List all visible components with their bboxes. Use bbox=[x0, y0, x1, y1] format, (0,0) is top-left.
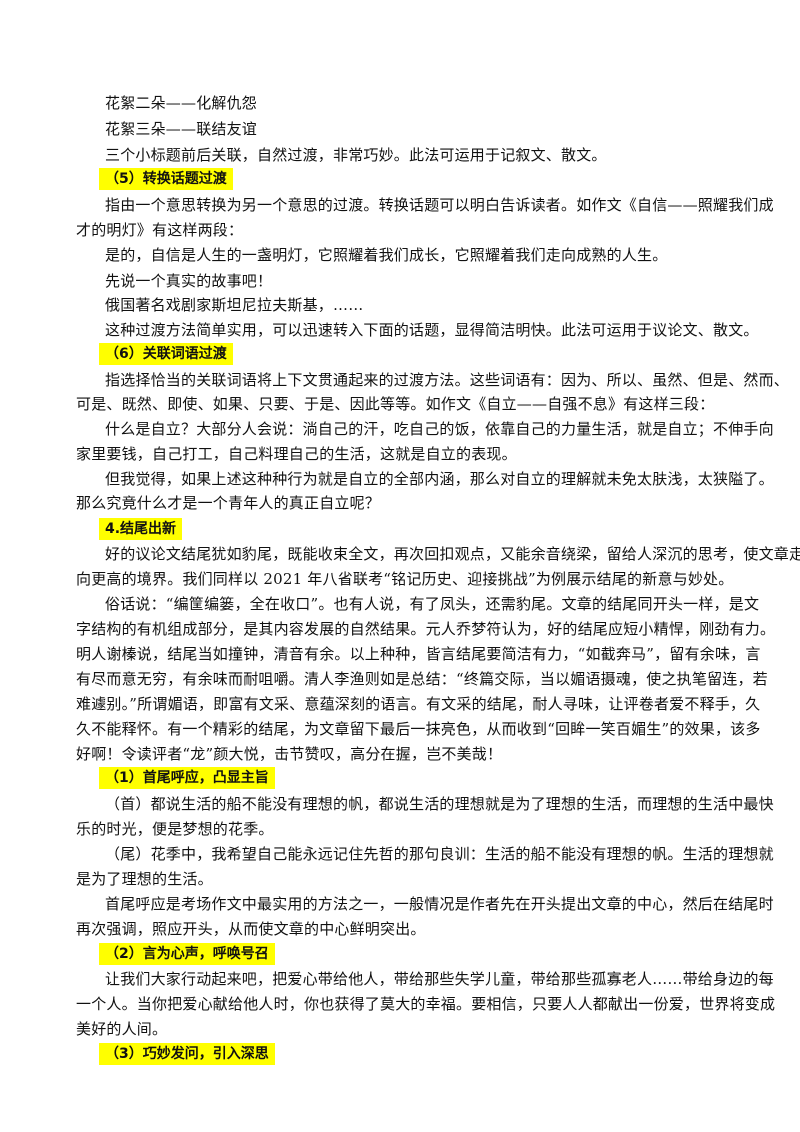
example-line: （尾）花季中，我希望自己能永远记住先哲的那句良训：生活的船不能没有理想的帆。生活… bbox=[105, 845, 774, 863]
subtitle-line: 花絮三朵——联结友谊 bbox=[105, 120, 258, 138]
paragraph-line: 字结构的有机组成部分，是其内容发展的自然结果。元人乔梦符认为，好的结尾应短小精悍… bbox=[76, 620, 776, 638]
paragraph-line: 才的明灯》有这样两段： bbox=[76, 221, 244, 239]
quote-line: 俄国著名戏剧家斯坦尼拉夫斯基，…… bbox=[105, 296, 364, 314]
paragraph-line: 这种过渡方法简单实用，可以迅速转入下面的话题，显得简洁明快。此法可运用于议论文、… bbox=[105, 321, 759, 339]
quote-line: 先说一个真实的故事吧！ bbox=[105, 272, 273, 290]
paragraph-line: 指选择恰当的关联词语将上下文贯通起来的过渡方法。这些词语有：因为、所以、虽然、但… bbox=[105, 371, 790, 389]
quote-line: 家里要钱，自己打工，自己料理自己的生活，这就是自立的表现。 bbox=[76, 445, 517, 463]
paragraph-line: 难遽别。”所谓媚语，即富有文采、意蕴深刻的语言。有文采的结尾，耐人寻味，让评卷者… bbox=[76, 695, 761, 713]
example-line: 是为了理想的生活。 bbox=[76, 870, 213, 888]
paragraph-line: 明人谢榛说，结尾当如撞钟，清音有余。以上种种，皆言结尾要简洁有力，“如截奔马”，… bbox=[76, 645, 761, 663]
section-heading: （5）转换话题过渡 bbox=[99, 168, 233, 190]
paragraph-line: 再次强调，照应开头，从而使文章的中心鲜明突出。 bbox=[76, 920, 426, 938]
quote-line: 但我觉得，如果上述这种种行为就是自立的全部内涵，那么对自立的理解就未免太肤浅，太… bbox=[105, 470, 774, 488]
paragraph-line: 好啊！令读评者“龙”颜大悦，击节赞叹，高分在握，岂不美哉！ bbox=[76, 745, 503, 763]
example-line: 一个人。当你把爱心献给他人时，你也获得了莫大的幸福。要相信，只要人人都献出一份爱… bbox=[76, 995, 776, 1013]
section-heading: 4.结尾出新 bbox=[99, 518, 183, 540]
section-heading: （2）言为心声，呼唤号召 bbox=[99, 943, 275, 965]
example-line: 乐的时光，便是梦想的花季。 bbox=[76, 820, 274, 838]
section-heading: （6）关联词语过渡 bbox=[99, 343, 233, 365]
section-heading: （1）首尾呼应，凸显主旨 bbox=[99, 767, 275, 789]
paragraph-line: 好的议论文结尾犹如豹尾，既能收束全文，再次回扣观点，又能余音绕梁，留给人深沉的思… bbox=[105, 545, 800, 563]
example-line: 美好的人间。 bbox=[76, 1020, 168, 1038]
quote-line: 那么究竟什么才是一个青年人的真正自立呢？ bbox=[76, 494, 381, 512]
example-line: （首）都说生活的船不能没有理想的帆，都说生活的理想就是为了理想的生活，而理想的生… bbox=[105, 795, 774, 813]
example-line: 让我们大家行动起来吧，把爱心带给他人，带给那些失学儿童，带给那些孤寡老人……带给… bbox=[105, 970, 774, 988]
paragraph-line: 俗话说：“编筐编篓，全在收口”。也有人说，有了凤头，还需豹尾。文章的结尾同开头一… bbox=[105, 595, 760, 613]
paragraph-line: 向更高的境界。我们同样以 2021 年八省联考“铭记历史、迎接挑战”为例展示结尾… bbox=[76, 570, 734, 588]
paragraph-line: 指由一个意思转换为另一个意思的过渡。转换话题可以明白告诉读者。如作文《自信——照… bbox=[105, 196, 774, 214]
paragraph-line: 有尽而意无穷，有余味而耐咀嚼。清人李渔则如是总结：“终篇交际，当以媚语摄魂，使之… bbox=[76, 670, 768, 688]
section-heading: （3）巧妙发问，引入深思 bbox=[99, 1043, 275, 1065]
quote-line: 什么是自立？大部分人会说：淌自己的汗，吃自己的饭，依靠自己的力量生活，就是自立；… bbox=[105, 420, 774, 438]
quote-line: 是的，自信是人生的一盏明灯，它照耀着我们成长，它照耀着我们走向成熟的人生。 bbox=[105, 246, 668, 264]
paragraph-line: 可是、既然、即使、如果、只要、于是、因此等等。如作文《自立——自强不息》有这样三… bbox=[76, 395, 715, 413]
paragraph-line: 三个小标题前后关联，自然过渡，非常巧妙。此法可运用于记叙文、散文。 bbox=[105, 146, 607, 164]
paragraph-line: 首尾呼应是考场作文中最实用的方法之一，一般情况是作者先在开头提出文章的中心，然后… bbox=[105, 895, 774, 913]
subtitle-line: 花絮二朵——化解仇怨 bbox=[105, 94, 258, 112]
paragraph-line: 久不能释怀。有一个精彩的结尾，为文章留下最后一抹亮色，从而收到“回眸一笑百媚生”… bbox=[76, 720, 761, 738]
